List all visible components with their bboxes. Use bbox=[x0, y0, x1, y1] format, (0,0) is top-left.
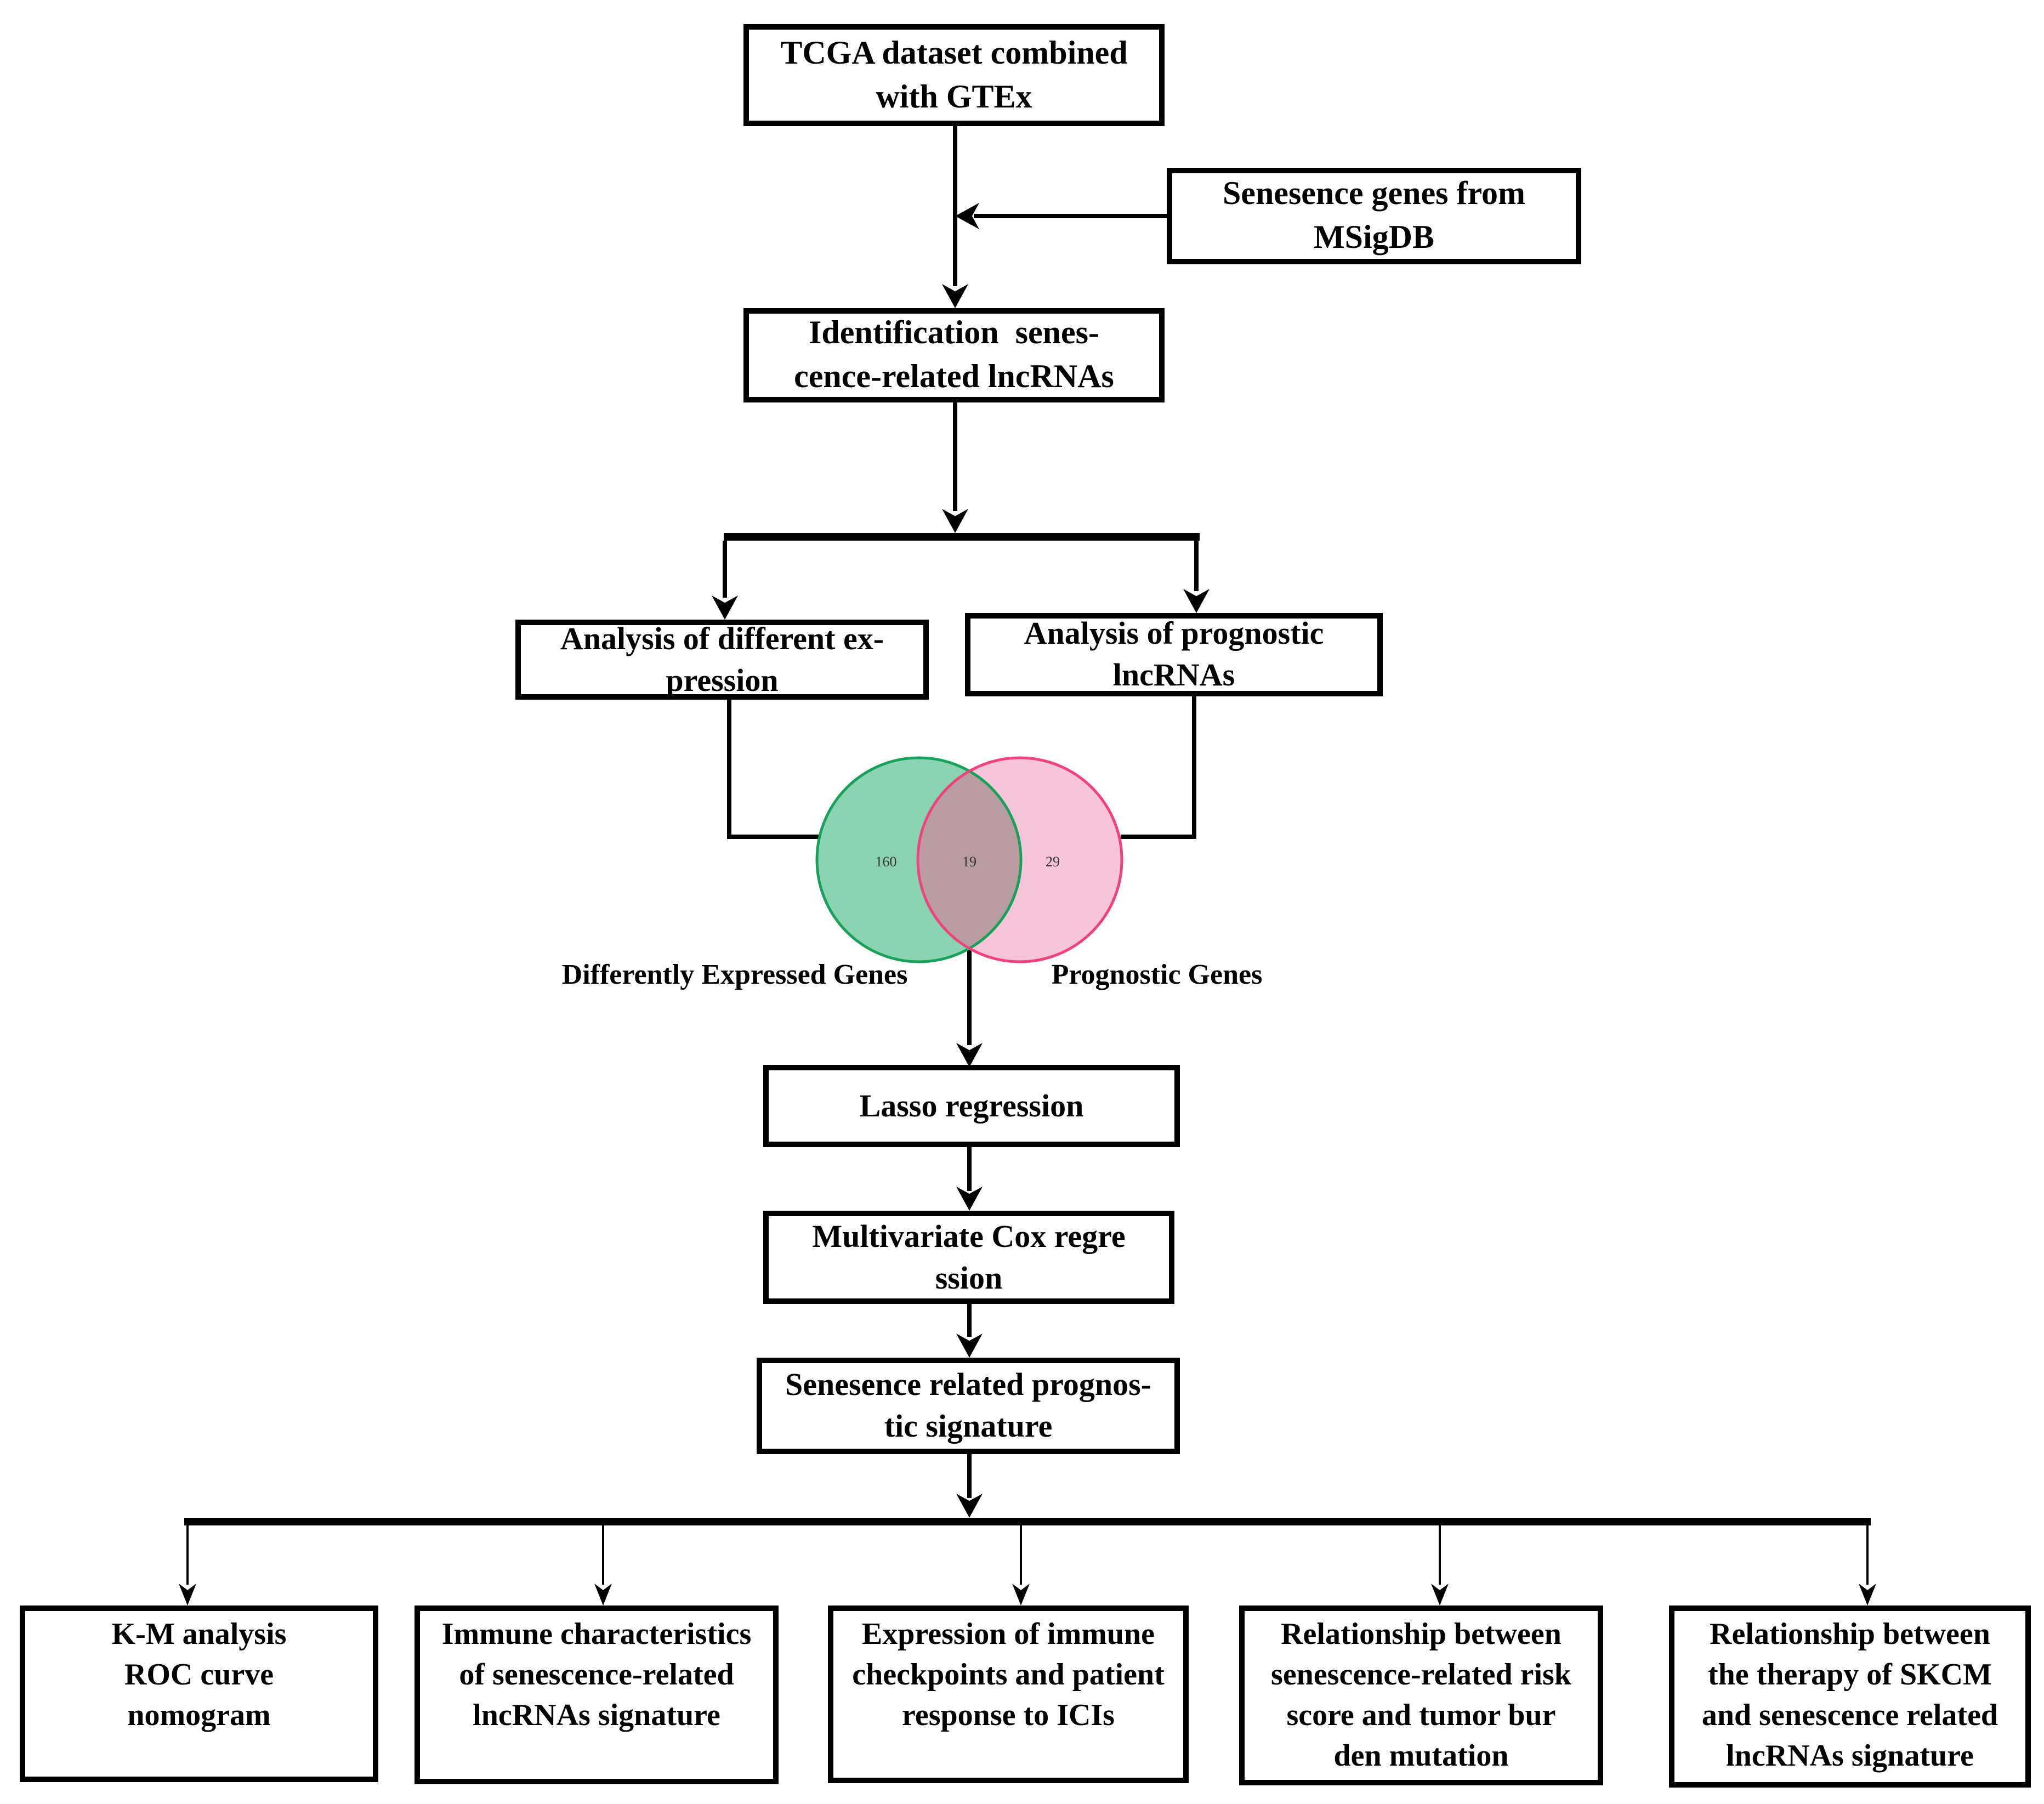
arrowhead-down-icon bbox=[942, 284, 968, 308]
connector-identification-to-split bbox=[953, 400, 957, 511]
node-label: Relationship between senescence-related … bbox=[1271, 1618, 1571, 1773]
arrowhead-down-icon bbox=[1859, 1584, 1876, 1606]
connector-msigdb-horizontal bbox=[974, 214, 1167, 218]
connector-prognostic-to-venn-horizontal bbox=[1121, 835, 1194, 839]
node-msigdb-genes: Senesence genes from MSigDB bbox=[1167, 168, 1581, 264]
connector-diff-to-venn-vertical bbox=[727, 696, 731, 839]
node-label: Immune characteristics of senescence-rel… bbox=[441, 1618, 752, 1733]
connector-signature-to-split bbox=[967, 1452, 972, 1498]
node-risk-score-tmb: Relationship between senescence-related … bbox=[1239, 1606, 1603, 1785]
connector-to-outcome-5 bbox=[1866, 1525, 1869, 1585]
arrowhead-down-icon bbox=[179, 1584, 196, 1606]
connector-lasso-to-cox bbox=[967, 1145, 972, 1191]
venn-left-count: 160 bbox=[876, 854, 897, 870]
venn-left-circle-outline bbox=[815, 756, 1023, 963]
connector-to-outcome-1 bbox=[186, 1525, 189, 1585]
node-km-roc-nomogram: K-M analysis ROC curve nomogram bbox=[20, 1606, 378, 1782]
node-label: TCGA dataset combined with GTEx bbox=[780, 35, 1128, 115]
split-bar-bottom bbox=[184, 1518, 1871, 1525]
node-label: Analysis of different ex- pression bbox=[560, 621, 884, 698]
node-label: K-M analysis ROC curve nomogram bbox=[111, 1618, 287, 1733]
node-identification-lncrnas: Identification senes- cence-related lncR… bbox=[743, 308, 1165, 402]
node-multivariate-cox: Multivariate Cox regre ssion bbox=[763, 1211, 1174, 1304]
arrowhead-down-icon bbox=[712, 595, 738, 620]
venn-right-count: 29 bbox=[1046, 854, 1060, 870]
node-label: Senesence related prognos- tic signature bbox=[785, 1368, 1151, 1444]
venn-left-label: Differently Expressed Genes bbox=[561, 958, 908, 990]
arrowhead-down-icon bbox=[1012, 1584, 1030, 1606]
venn-overlap-count: 19 bbox=[962, 854, 976, 870]
node-immune-checkpoints-icis: Expression of immune checkpoints and pat… bbox=[828, 1606, 1189, 1783]
node-label: Identification senes- cence-related lncR… bbox=[794, 315, 1114, 395]
connector-split-to-diff-expression bbox=[723, 541, 727, 598]
venn-right-label: Prognostic Genes bbox=[1051, 958, 1263, 990]
connector-to-outcome-2 bbox=[602, 1525, 604, 1585]
node-label: Analysis of prognostic lncRNAs bbox=[1024, 616, 1324, 693]
arrowhead-down-icon bbox=[594, 1584, 612, 1606]
node-tcga-gtex: TCGA dataset combined with GTEx bbox=[743, 24, 1165, 126]
node-diff-expression-analysis: Analysis of different ex- pression bbox=[515, 620, 929, 700]
node-immune-characteristics: Immune characteristics of senescence-rel… bbox=[415, 1606, 779, 1784]
arrowhead-down-icon bbox=[942, 509, 968, 533]
venn-right-circle-outline bbox=[916, 756, 1123, 963]
connector-diff-to-venn-horizontal bbox=[727, 835, 821, 839]
node-label: Relationship between the therapy of SKCM… bbox=[1701, 1618, 1998, 1773]
connector-split-to-prognostic bbox=[1194, 541, 1199, 591]
node-label: Lasso regression bbox=[859, 1088, 1084, 1124]
node-label: Expression of immune checkpoints and pat… bbox=[852, 1618, 1165, 1733]
node-label: Multivariate Cox regre ssion bbox=[812, 1219, 1126, 1296]
arrowhead-down-icon bbox=[1183, 589, 1210, 613]
split-bar-top bbox=[724, 533, 1200, 541]
node-prognostic-lncrnas-analysis: Analysis of prognostic lncRNAs bbox=[965, 613, 1383, 696]
arrowhead-down-icon bbox=[1431, 1584, 1449, 1606]
node-senescence-signature: Senesence related prognos- tic signature bbox=[757, 1358, 1180, 1454]
connector-prognostic-to-venn-vertical bbox=[1192, 691, 1196, 839]
arrowhead-down-icon bbox=[956, 1334, 983, 1358]
connector-to-outcome-4 bbox=[1439, 1525, 1441, 1585]
connector-cox-to-signature bbox=[967, 1302, 972, 1337]
connector-tcga-to-identification bbox=[953, 124, 957, 286]
arrowhead-down-icon bbox=[956, 1043, 983, 1067]
connector-venn-to-lasso bbox=[967, 948, 972, 1045]
connector-to-outcome-3 bbox=[1020, 1525, 1022, 1585]
venn-diagram: 160 19 29 bbox=[815, 756, 1123, 963]
node-label: Senesence genes from MSigDB bbox=[1222, 175, 1526, 256]
node-therapy-skcm: Relationship between the therapy of SKCM… bbox=[1669, 1606, 2031, 1788]
node-lasso-regression: Lasso regression bbox=[763, 1065, 1180, 1147]
